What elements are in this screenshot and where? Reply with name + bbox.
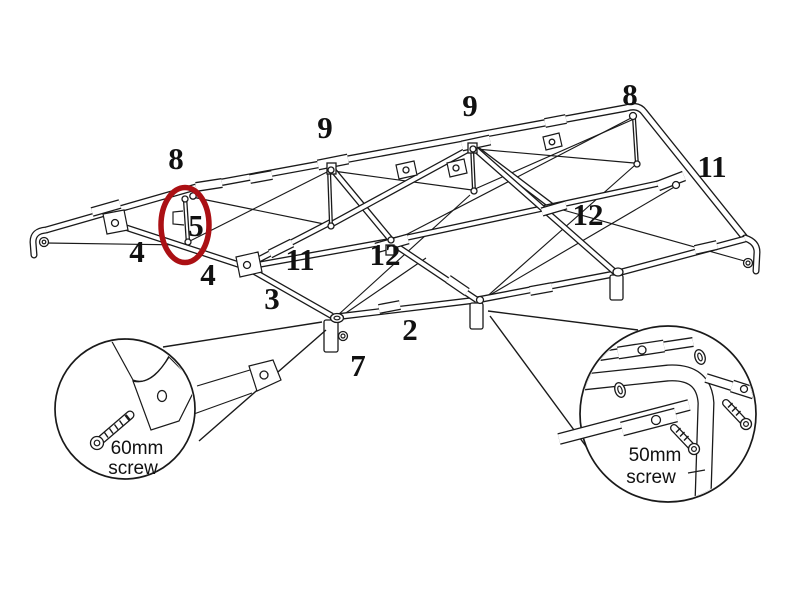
screw-50mm-icon-2 bbox=[722, 399, 753, 431]
right-leader-lower bbox=[489, 315, 603, 469]
part-label-9-2: 9 bbox=[462, 88, 478, 123]
callout-50mm-size: 50mm bbox=[629, 445, 682, 466]
foot-stub bbox=[323, 319, 339, 353]
part-label-3-11: 3 bbox=[264, 281, 280, 316]
callout-60mm-label: screw bbox=[108, 458, 158, 479]
post-step-bracket bbox=[172, 210, 185, 226]
connectors bbox=[38, 111, 754, 353]
screw-60mm-icon bbox=[89, 410, 135, 451]
part-label-8-0: 8 bbox=[168, 141, 184, 176]
part-label-7-13: 7 bbox=[350, 348, 366, 383]
right-hook-tube bbox=[742, 235, 760, 274]
diagonal-12-tube bbox=[390, 179, 671, 243]
part-label-2-12: 2 bbox=[402, 312, 418, 347]
part-label-4-8: 4 bbox=[129, 234, 145, 269]
frame-tubes bbox=[29, 102, 761, 321]
magnified-elbow-tube bbox=[582, 365, 714, 500]
highlight-ellipse bbox=[158, 184, 212, 266]
part-label-8-3: 8 bbox=[622, 77, 638, 112]
part-label-12-5: 12 bbox=[573, 197, 604, 232]
foot-stub bbox=[609, 274, 624, 301]
purlin-12-tube bbox=[245, 239, 392, 269]
callout-50mm-label: screw bbox=[626, 467, 676, 488]
king-post-5-tube bbox=[184, 197, 189, 244]
part-label-11-7: 11 bbox=[285, 242, 314, 277]
part-label-4-10: 4 bbox=[200, 257, 216, 292]
king-post-tube bbox=[471, 146, 475, 192]
part-label-12-6: 12 bbox=[370, 237, 401, 272]
left-hook-tube bbox=[30, 227, 49, 258]
rafter-4-tube bbox=[105, 219, 247, 269]
right-leader-upper bbox=[487, 310, 639, 331]
part-label-5-9: 5 bbox=[188, 208, 204, 243]
foot-stub bbox=[469, 302, 484, 330]
part-labels: 8 9 9 8 11 12 12 11 4 5 4 3 2 7 bbox=[129, 77, 726, 383]
thin-braces bbox=[45, 116, 749, 318]
left-leader-upper bbox=[162, 321, 323, 348]
king-post-tube bbox=[633, 117, 638, 166]
ridge-and-right-edge-tube bbox=[195, 104, 747, 240]
screw-50mm-icon bbox=[670, 424, 701, 456]
detail-50mm-content bbox=[557, 337, 755, 500]
callout-60mm-size: 60mm bbox=[111, 438, 164, 459]
brace-3-tube bbox=[245, 265, 333, 318]
part-label-11-4: 11 bbox=[697, 149, 726, 184]
part-label-9-1: 9 bbox=[317, 110, 333, 145]
scissor-tube-a3 bbox=[329, 146, 472, 227]
callout-leader-lines bbox=[162, 310, 639, 469]
king-post-tube bbox=[328, 169, 332, 227]
